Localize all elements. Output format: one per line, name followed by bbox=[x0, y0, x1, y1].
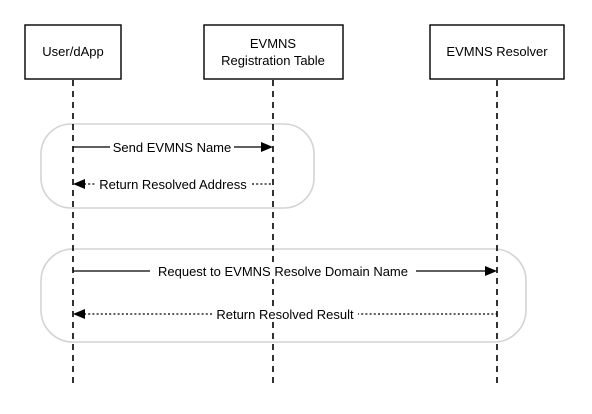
participant-user: User/dApp bbox=[24, 24, 122, 80]
arrowhead-right bbox=[261, 142, 273, 152]
message-return-result: Return Resolved Result bbox=[73, 306, 497, 322]
participant-resolver: EVMNS Resolver bbox=[429, 24, 565, 80]
message-return-address-label: Return Resolved Address bbox=[99, 177, 247, 192]
message-request-resolve: Request to EVMNS Resolve Domain Name bbox=[73, 263, 497, 279]
message-request-resolve-label: Request to EVMNS Resolve Domain Name bbox=[158, 264, 408, 279]
message-return-address: Return Resolved Address bbox=[73, 176, 273, 192]
arrowhead-left bbox=[73, 309, 85, 319]
participant-resolver-label: EVMNS Resolver bbox=[446, 44, 548, 59]
arrowhead-right bbox=[485, 266, 497, 276]
interaction-group-resolver bbox=[40, 248, 527, 343]
arrowhead-left bbox=[73, 179, 85, 189]
participant-registry-label-line2: Registration Table bbox=[221, 53, 325, 68]
message-send-name: Send EVMNS Name bbox=[73, 139, 273, 155]
message-send-name-label: Send EVMNS Name bbox=[113, 140, 232, 155]
interaction-group-registry bbox=[40, 123, 315, 209]
participant-registry-label-line1: EVMNS bbox=[250, 36, 297, 51]
participant-user-label: User/dApp bbox=[42, 44, 103, 59]
participant-registry: EVMNS Registration Table bbox=[203, 24, 344, 80]
message-return-result-label: Return Resolved Result bbox=[216, 307, 354, 322]
